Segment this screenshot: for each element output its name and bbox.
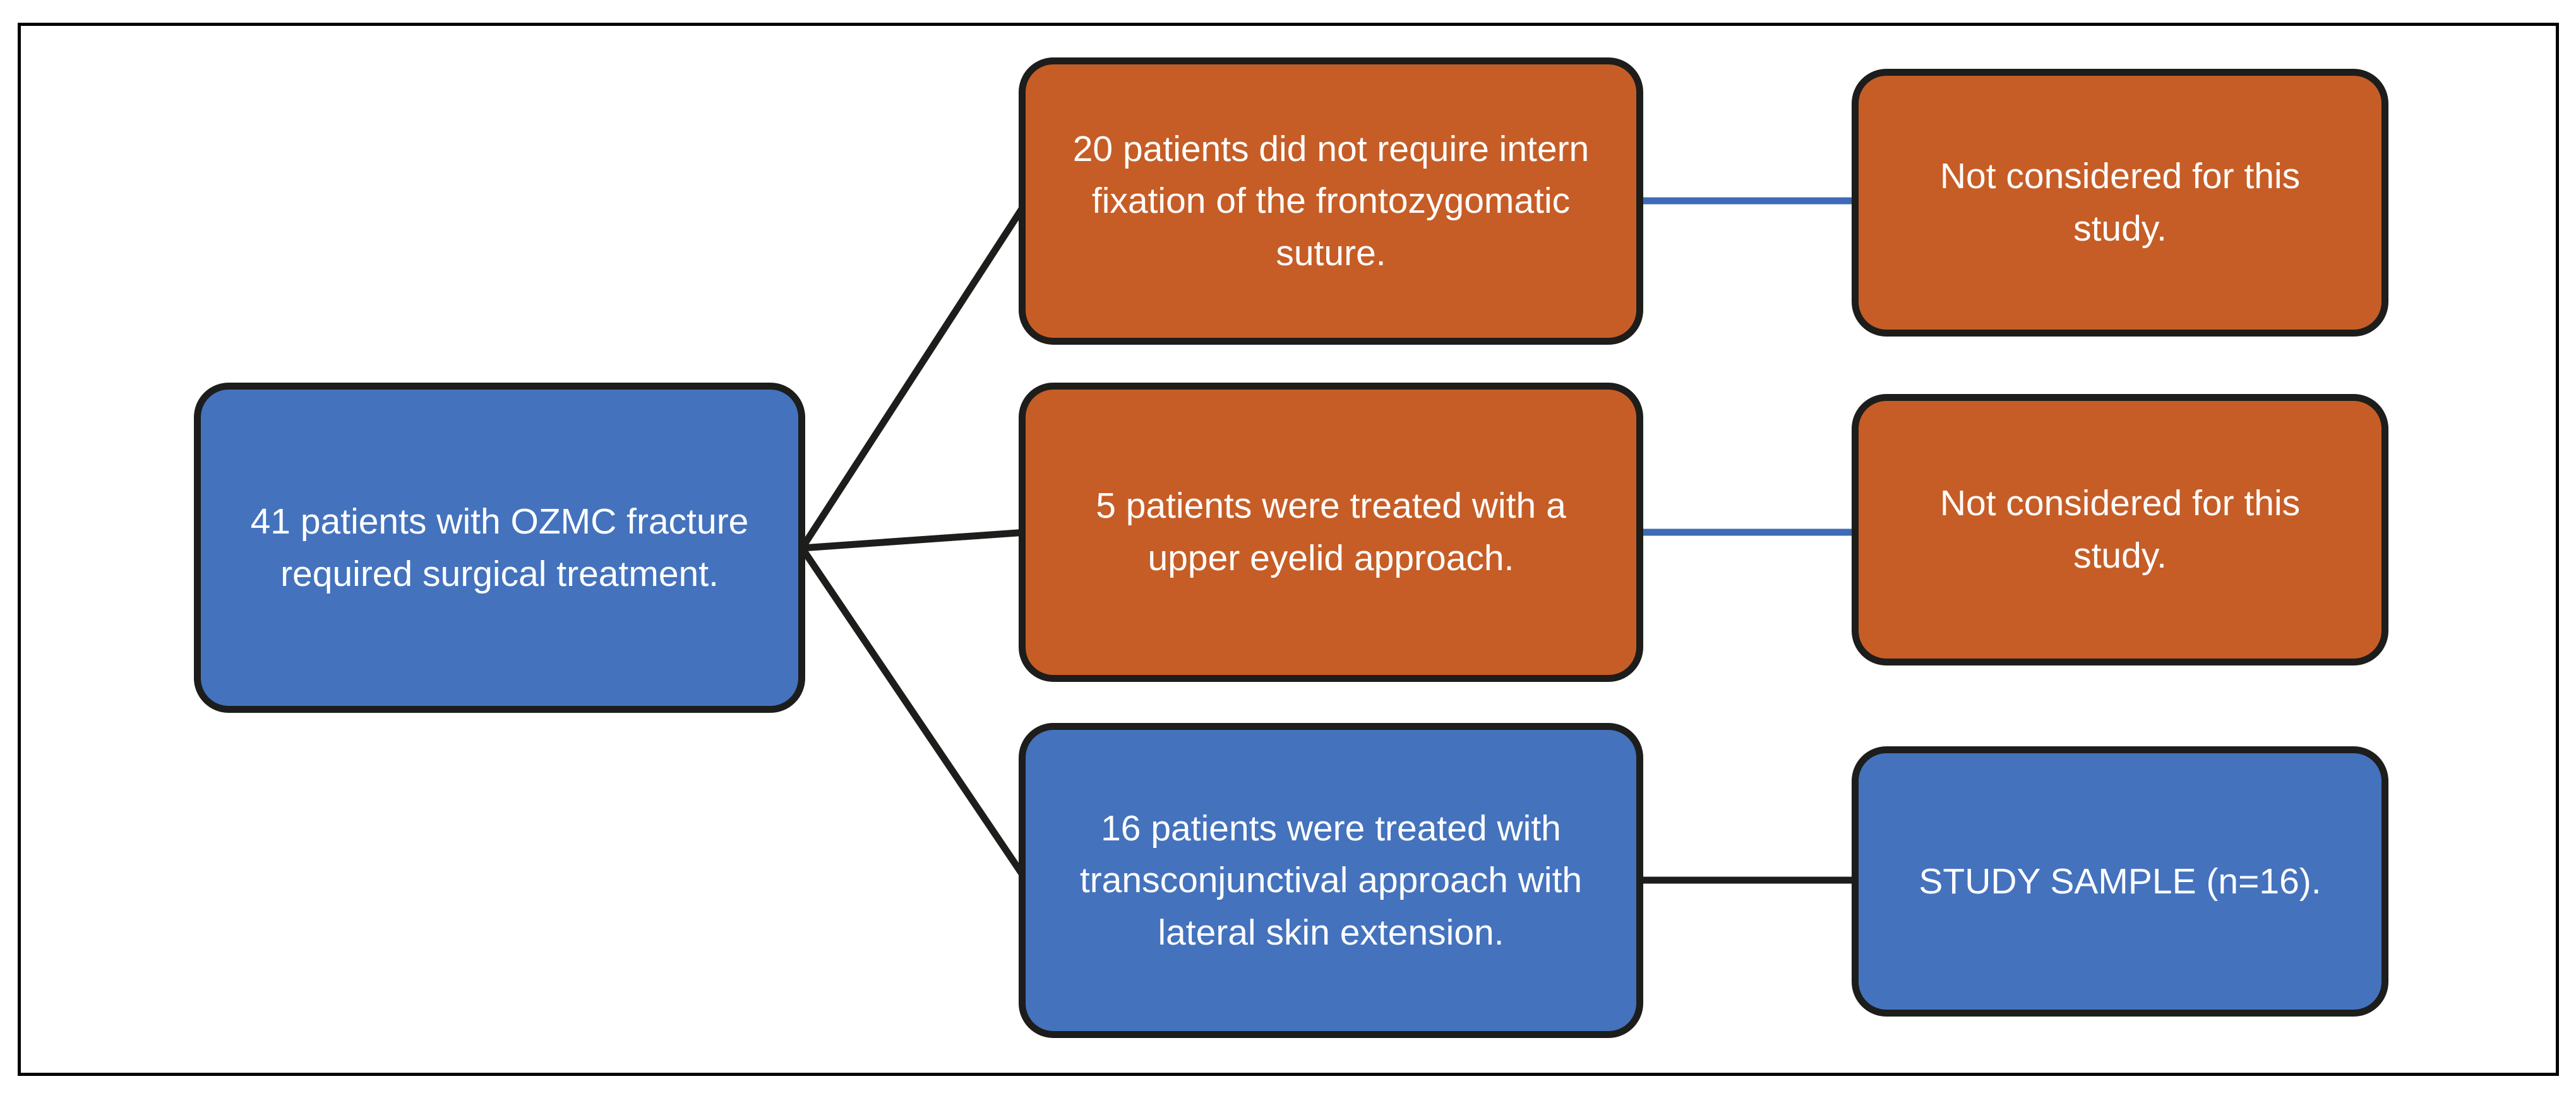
node-outcome-study-sample: STUDY SAMPLE (n=16).: [1852, 746, 2388, 1017]
node-outcome-not-considered-2: Not considered for this study.: [1852, 394, 2388, 665]
node-branch-no-internal-fixation: 20 patients did not require intern fixat…: [1019, 57, 1643, 345]
node-branch-3-text: 16 patients were treated with transconju…: [1079, 808, 1583, 953]
node-branch-2-text: 5 patients were treated with a upper eye…: [1096, 486, 1566, 578]
node-outcome-not-considered-1: Not considered for this study.: [1852, 69, 2388, 337]
node-branch-transconjunctival: 16 patients were treated with transconju…: [1019, 723, 1643, 1038]
node-branch-upper-eyelid: 5 patients were treated with a upper eye…: [1019, 383, 1643, 682]
node-outcome-1-text: Not considered for this study.: [1939, 156, 2301, 249]
node-root-patients: 41 patients with OZMC fracture required …: [194, 383, 805, 713]
node-branch-1-text: 20 patients did not require intern fixat…: [1072, 128, 1590, 273]
node-outcome-3-text: STUDY SAMPLE (n=16).: [1919, 861, 2321, 902]
node-root-text: 41 patients with OZMC fracture required …: [250, 501, 749, 594]
node-outcome-2-text: Not considered for this study.: [1939, 483, 2301, 576]
